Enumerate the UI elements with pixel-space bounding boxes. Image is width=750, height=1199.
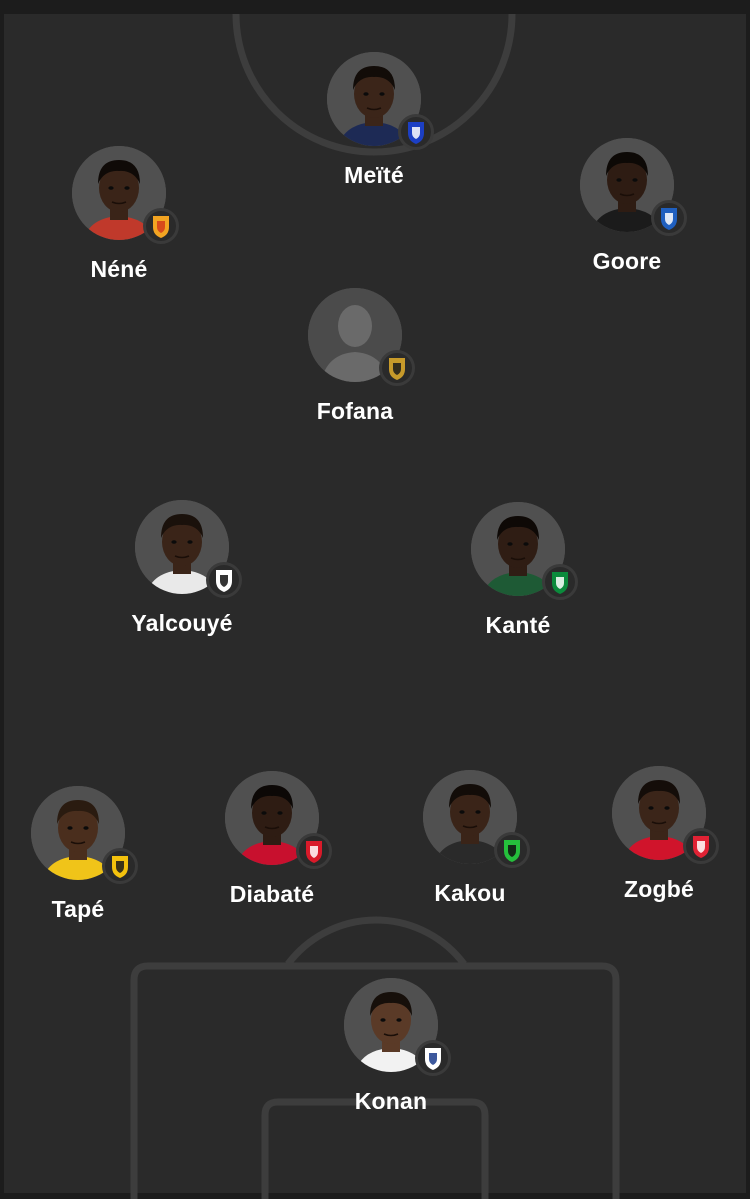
lorient-crest-icon xyxy=(379,350,415,386)
player-card-yalcouye[interactable]: Yalcouyé xyxy=(92,500,272,637)
player-card-zogbe[interactable]: Zogbé xyxy=(569,766,749,903)
player-avatar-wrap xyxy=(135,500,242,598)
player-avatar-wrap xyxy=(31,786,138,884)
samsunspor-crest-icon xyxy=(296,833,332,869)
player-name: Konan xyxy=(354,1088,428,1114)
player-name: Goore xyxy=(592,248,662,274)
player-card-kante[interactable]: Kanté xyxy=(428,502,608,639)
player-card-konan[interactable]: Konan xyxy=(301,978,481,1115)
lyon-crest-icon xyxy=(415,1040,451,1076)
player-avatar xyxy=(31,786,125,880)
player-avatar-wrap xyxy=(225,771,332,869)
player-avatar xyxy=(344,978,438,1072)
player-avatar-wrap xyxy=(423,770,530,868)
player-avatar-wrap xyxy=(327,52,434,150)
player-name: Yalcouyé xyxy=(131,610,233,636)
player-card-goore[interactable]: Goore xyxy=(537,138,717,275)
player-name: Tapé xyxy=(51,896,105,922)
player-card-kakou[interactable]: Kakou xyxy=(380,770,560,907)
bk-hacken-crest-icon xyxy=(102,848,138,884)
penalty-box xyxy=(130,962,620,1199)
player-card-nene[interactable]: Néné xyxy=(29,146,209,283)
brest-crest-icon xyxy=(683,828,719,864)
bottom-edge xyxy=(0,1193,750,1199)
player-avatar-wrap xyxy=(308,288,415,386)
player-card-tape[interactable]: Tapé xyxy=(0,786,168,923)
player-avatar-wrap xyxy=(612,766,719,864)
center-circle-arc xyxy=(232,13,516,156)
nordsjaelland-crest-icon xyxy=(143,208,179,244)
top-bar xyxy=(0,0,750,14)
club-crest-icon xyxy=(494,832,530,868)
player-name: Kakou xyxy=(434,880,506,906)
swansea-swan-icon xyxy=(206,562,242,598)
player-avatar xyxy=(225,771,319,865)
player-avatar-wrap xyxy=(471,502,578,600)
gent-crest-icon xyxy=(651,200,687,236)
al-hilal-crest-icon xyxy=(398,114,434,150)
player-avatar-wrap xyxy=(580,138,687,236)
player-name: Kanté xyxy=(485,612,551,638)
player-name: Fofana xyxy=(316,398,394,424)
player-name: Meïté xyxy=(344,162,404,188)
player-card-fofana[interactable]: Fofana xyxy=(265,288,445,425)
player-card-diabate[interactable]: Diabaté xyxy=(182,771,362,908)
goal-box xyxy=(261,1098,489,1199)
player-avatar-wrap xyxy=(344,978,451,1076)
player-avatar xyxy=(135,500,229,594)
player-avatar-wrap xyxy=(72,146,179,244)
player-card-meite[interactable]: Meïté xyxy=(284,52,464,189)
player-name: Néné xyxy=(90,256,148,282)
penalty-arc xyxy=(285,916,467,967)
left-edge xyxy=(0,0,4,1199)
right-edge xyxy=(746,0,750,1199)
saint-etienne-crest-icon xyxy=(542,564,578,600)
player-name: Diabaté xyxy=(229,881,315,907)
player-name: Zogbé xyxy=(624,876,694,902)
